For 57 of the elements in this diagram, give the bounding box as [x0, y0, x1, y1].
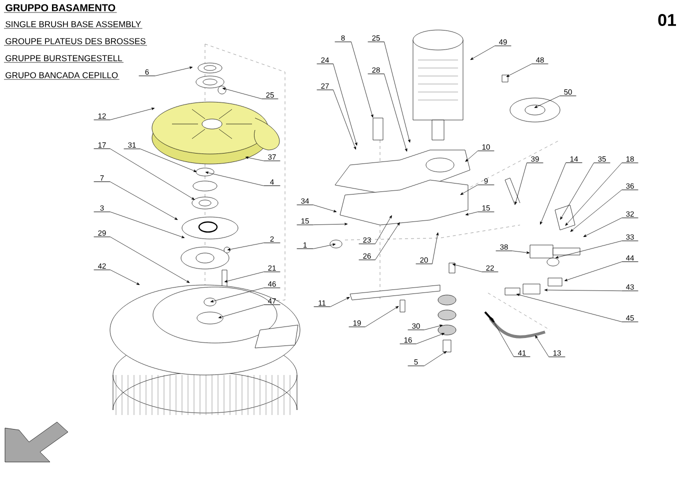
leader-line [313, 204, 337, 212]
leader-line [540, 162, 566, 225]
leader-line [424, 351, 447, 366]
leader-line [155, 66, 193, 76]
leader-line [506, 64, 532, 77]
leader-line [416, 333, 445, 344]
leader-line [583, 218, 622, 237]
leader-line [365, 306, 399, 328]
leader-line [555, 240, 622, 258]
leader-line [465, 212, 478, 216]
leader-line [110, 212, 185, 238]
leader-line [330, 297, 350, 307]
page-number: 01 [658, 14, 676, 26]
subtitle: GRUPPE BURSTENGESTELL [4, 55, 124, 63]
leader-line [470, 46, 495, 60]
leader-line [210, 288, 264, 302]
leader-line [512, 250, 530, 254]
leader-line [514, 162, 527, 205]
title: GRUPPO BASAMENTO [4, 4, 117, 13]
leader-line [375, 222, 400, 260]
leader-line [110, 270, 140, 285]
leader-line [313, 243, 336, 249]
subtitle: GROUPE PLATEUS DES BROSSES [4, 38, 148, 46]
leader-line [110, 148, 195, 200]
leader-line [570, 190, 622, 232]
leader-line [333, 90, 356, 150]
leader-line [205, 172, 264, 186]
leader-line [424, 324, 443, 330]
leader-line [110, 236, 190, 283]
leader-line [140, 148, 197, 172]
leader-line [224, 272, 264, 282]
leader-line [534, 96, 560, 108]
leader-line [110, 182, 178, 220]
subtitle: SINGLE BRUSH BASE ASSEMBLY [4, 21, 142, 29]
leader-line [245, 156, 264, 162]
leader-line [516, 294, 622, 322]
leader-line [227, 242, 264, 251]
leader-line [452, 264, 482, 272]
leader-line [535, 335, 549, 358]
subtitle: GRUPO BANCADA CEPILLO [4, 72, 120, 80]
leader-line [384, 74, 408, 152]
leader-line [333, 64, 358, 146]
leader-line [544, 288, 622, 292]
leader-line [564, 262, 622, 282]
leader-line [491, 317, 514, 357]
leader-line [432, 232, 439, 264]
leader-line [565, 162, 622, 226]
leader-line [375, 215, 392, 244]
leader-line [560, 162, 594, 220]
leader-line [222, 88, 262, 100]
leader-line [460, 184, 478, 195]
leader-line [218, 304, 264, 318]
leader-line [313, 222, 348, 226]
leader-line [110, 108, 155, 120]
leader-line [384, 42, 410, 143]
leader-line [351, 42, 374, 118]
leader-line [465, 150, 478, 162]
